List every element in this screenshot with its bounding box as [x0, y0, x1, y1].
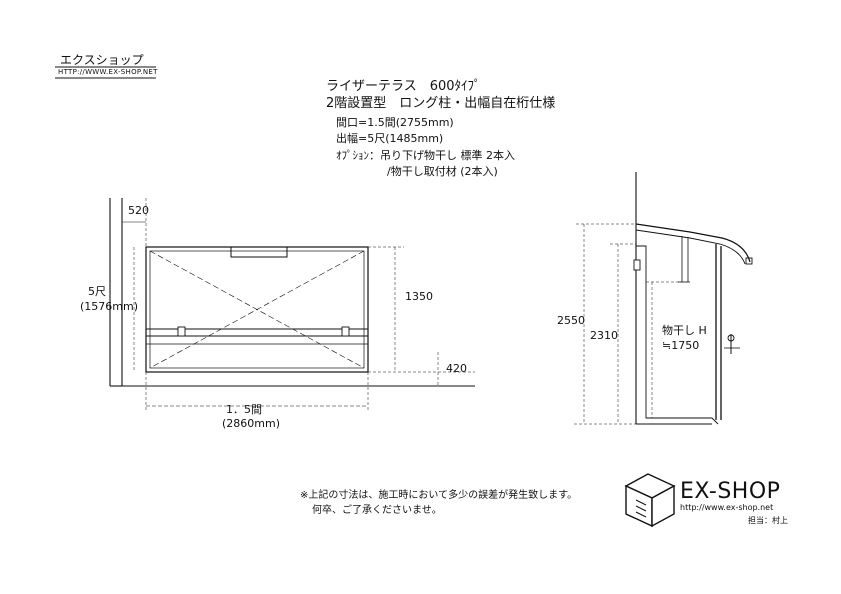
plan-diagonal: [149, 250, 365, 369]
side-roof-under: [635, 229, 746, 265]
dim-depth-mm: (1576mm): [80, 300, 139, 313]
dryer-height-label: 物干し H: [662, 324, 707, 337]
spec-depth: 出幅=5尺(1485mm): [336, 132, 444, 145]
plan-gutter: [230, 246, 288, 258]
dim-beam-height: 2310: [590, 329, 618, 342]
plan-view: [109, 198, 475, 410]
brand-name: EX-SHOP: [680, 479, 781, 504]
footnote: ※上記の寸法は、施工時において多少の誤差が発生致します。: [300, 490, 578, 501]
dim-height: 1350: [405, 290, 433, 303]
side-balcony-wall: [636, 245, 719, 425]
side-dryer-cap: [727, 334, 735, 342]
product-title: ライザーテラス 600ﾀｲﾌﾟ: [326, 79, 481, 94]
dryer-height-value: ≒1750: [662, 339, 700, 352]
dim-floor: 420: [446, 362, 467, 375]
side-view: [574, 172, 753, 425]
footnote-continued: 何卒、ご了承くださいませ。: [312, 505, 442, 516]
dim-wall-offset: 520: [128, 204, 149, 217]
dim-width-label: 1．5間: [226, 403, 262, 416]
spec-width: 間口=1.5間(2755mm): [336, 116, 454, 129]
shop-name: エクスショップ: [60, 53, 144, 67]
product-subtitle: 2階設置型 ロング柱・出幅自在桁仕様: [326, 96, 556, 111]
side-wall-bracket: [633, 259, 641, 271]
spec-option: ｵﾌﾟｼｮﾝ：吊り下げ物干し 標準 2本入: [336, 149, 515, 162]
plan-post-bracket: [341, 326, 350, 337]
plan-post-bracket: [177, 326, 186, 337]
plan-front-beam: [145, 328, 369, 337]
logo-cube-stripe: [635, 511, 647, 518]
logo-cube-right: [651, 484, 675, 528]
staff-label: 担当：村上: [748, 516, 788, 525]
shop-url[interactable]: HTTP://WWW.EX-SHOP.NET: [58, 68, 158, 76]
spec-option-accessory: /物干し取付材 (2本入): [387, 165, 498, 178]
side-roof: [635, 223, 751, 263]
logo-cube-stripe: [635, 499, 647, 506]
dim-depth-label: 5尺: [88, 285, 106, 298]
dim-total-height: 2550: [557, 314, 585, 327]
side-gutter: [745, 257, 753, 265]
brand-url[interactable]: http://www.ex-shop.net: [680, 503, 774, 512]
dim-width-mm: (2860mm): [222, 417, 281, 430]
exshop-logo-cube: [624, 473, 676, 528]
plan-roof-frame-inner: [149, 250, 365, 369]
logo-cube-stripe: [635, 505, 647, 512]
